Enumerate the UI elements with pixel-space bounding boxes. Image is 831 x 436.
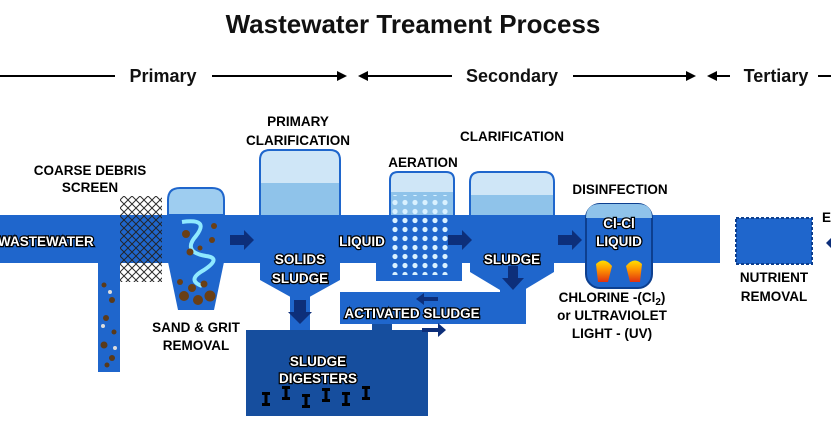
flow-arrow-2 [448,230,472,250]
label-liquid-primary: LIQUID [339,234,385,249]
grit-swirl [181,219,216,288]
stage-primary-label: Primary [129,66,196,86]
label-disinfection: DISINFECTION [572,182,667,197]
uv-lamp-left [596,260,612,282]
label-sludge-digesters-2: DIGESTERS [279,371,357,386]
label-sludge-primary: SLUDGE [272,271,328,286]
debris-dots [100,282,117,368]
label-sludge-digesters-1: SLUDGE [290,354,346,369]
grit-particles [177,223,217,305]
stage-tertiary-label: Tertiary [744,66,809,86]
label-cl-cl: Cl-Cl [603,216,635,231]
label-chlorine: CHLORINE -(Cl2) [559,290,666,308]
page-title: Wastewater Treament Process [226,9,601,39]
label-liquid-disinfection: LIQUID [596,234,642,249]
label-primary-clarification-2: CLARIFICATION [246,133,350,148]
label-edge: E [822,210,831,225]
digester-mixers [262,386,370,408]
return-arrow-left [416,293,438,305]
label-sand-grit: SAND & GRIT [152,320,241,335]
label-clarification: CLARIFICATION [460,129,564,144]
label-activated-sludge: ACTIVATED SLUDGE [344,306,479,321]
label-solids: SOLIDS [275,252,325,267]
stage-row [0,71,831,81]
coarse-debris-screen [120,196,162,282]
label-primary-clarification-1: PRIMARY [267,114,329,129]
label-uv-light: LIGHT - (UV) [572,326,652,341]
stage-secondary-label: Secondary [466,66,558,86]
sludge-digester [246,330,428,416]
outflow-arrow [826,238,831,248]
primary-clarifier-hopper [260,262,340,300]
label-aeration: AERATION [388,155,458,170]
screen-drop-pipe [98,260,120,372]
label-nutrient-removal: REMOVAL [741,289,808,304]
label-ultraviolet: or ULTRAVIOLET [557,308,667,323]
flow-arrow-1 [230,230,254,250]
label-wastewater: WASTEWATER [0,234,94,249]
secondary-sludge-arrow [502,266,524,290]
label-screen: SCREEN [62,180,118,195]
label-nutrient: NUTRIENT [740,270,809,285]
flow-arrow-3 [558,230,582,250]
label-removal: REMOVAL [163,338,230,353]
nutrient-removal-tank [735,217,813,265]
grit-chamber-top [167,187,225,216]
return-arrow-right [422,323,446,337]
label-coarse-debris: COARSE DEBRIS [34,163,147,178]
label-sludge-secondary: SLUDGE [484,252,540,267]
sludge-down-arrow [288,300,312,324]
aeration-bubbles [388,195,452,275]
uv-lamp-right [626,260,642,282]
